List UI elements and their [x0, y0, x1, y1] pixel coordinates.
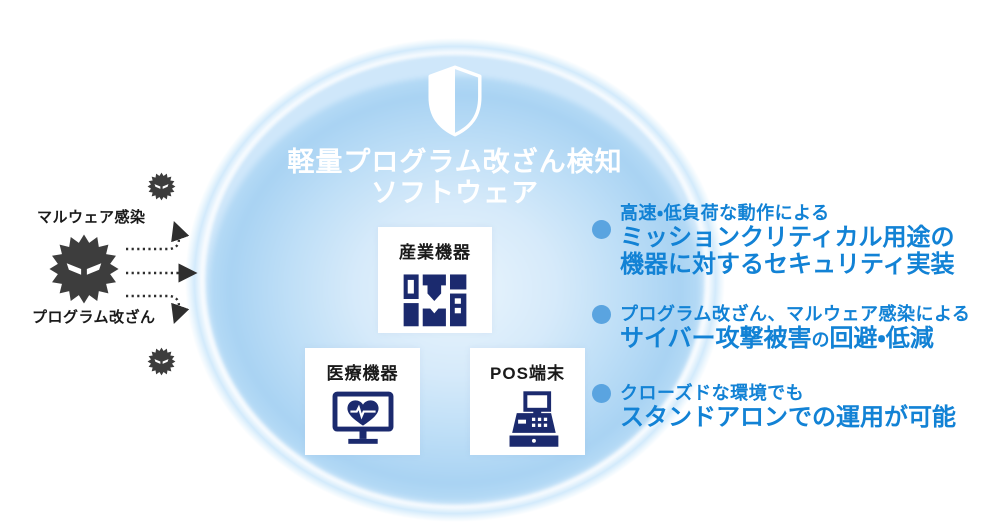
benefit-3-lead: クローズドな環境でも: [620, 383, 805, 403]
attack-arrows: [126, 220, 198, 325]
benefit-1-main-line2: 機器に対するセキュリティ実装: [620, 251, 955, 278]
shield-icon: [428, 65, 482, 137]
benefit-2-lead: プログラム改ざん、マルウェア感染による: [620, 304, 971, 324]
virus-icon-small-top: [147, 172, 176, 201]
attack-arrow-top: [126, 220, 190, 251]
device-label-pos: POS端末: [490, 364, 565, 383]
bullet-dot-icon: [592, 220, 611, 239]
benefit-item-standalone: クローズドな環境でも スタンドアロンでの運用が可能: [592, 382, 956, 431]
attack-arrow-bottom: [126, 294, 190, 325]
device-label-industrial: 産業機器: [399, 243, 471, 262]
threat-label-malware-infection: マルウェア感染: [37, 209, 146, 226]
medical-monitor-icon: [332, 391, 393, 444]
device-card-industrial: 産業機器: [378, 227, 492, 333]
device-label-medical: 医療機器: [326, 364, 399, 383]
device-card-pos: POS端末: [470, 348, 585, 455]
benefit-item-cyber-attack: プログラム改ざん、マルウェア感染による サイバー攻撃被害の回避・低減: [592, 303, 970, 354]
virus-icon-large: [49, 234, 119, 304]
pos-register-icon: [509, 391, 558, 447]
virus-icon-small-bottom: [147, 347, 176, 376]
solution-title-line2: ソフトウェア: [371, 178, 539, 208]
benefit-1-main-line1: ミッションクリティカル用途の: [620, 224, 955, 251]
bullet-dot-icon: [592, 305, 611, 324]
industrial-machine-icon: [403, 274, 467, 327]
benefit-item-mission-critical: 高速・低負荷な動作による ミッションクリティカル用途の 機器に対するセキュリティ…: [592, 202, 955, 278]
bullet-dot-icon: [592, 384, 611, 403]
solution-title: 軽量プログラム改ざん検知 ソフトウェア: [255, 147, 655, 209]
benefit-2-main: サイバー攻撃被害の回避・低減: [620, 325, 934, 352]
benefit-3-main: スタンドアロンでの運用が可能: [620, 404, 956, 431]
threat-label-program-tampering: プログラム改ざん: [32, 309, 156, 326]
device-card-medical: 医療機器: [305, 348, 420, 455]
benefit-1-lead: 高速・低負荷な動作による: [620, 203, 830, 223]
solution-title-line1: 軽量プログラム改ざん検知: [287, 147, 623, 177]
